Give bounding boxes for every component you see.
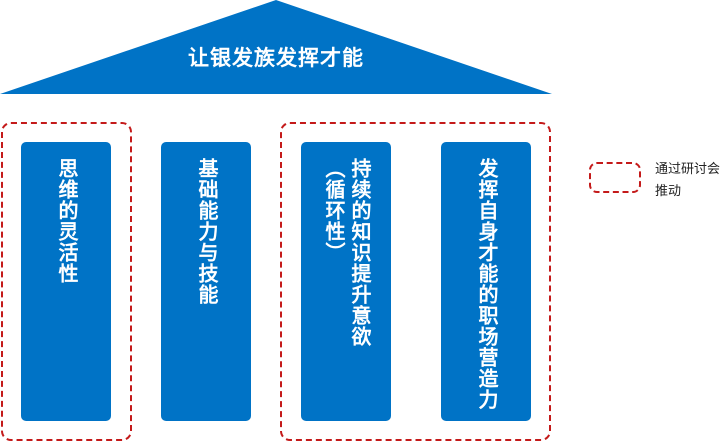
pillar-workplace-creation: 发挥自身才能的职场营造力 — [441, 142, 531, 421]
pillar-basic-skills: 基础能力与技能 — [161, 142, 251, 421]
roof-title: 让银发族发挥才能 — [188, 46, 364, 70]
workshop-group-right — [280, 122, 551, 441]
pillar-basic-skills-label: 基础能力与技能 — [195, 158, 219, 305]
pillar-learning-motivation-sublabel: （循环性） — [322, 158, 346, 263]
pillar-workplace-creation-label: 发挥自身才能的职场营造力 — [475, 158, 499, 410]
pillar-learning-motivation: 持续的知识提升意欲 （循环性） — [301, 142, 391, 421]
legend-dashed-swatch — [589, 162, 641, 193]
pillar-flexible-thinking-label: 思维的灵活性 — [55, 158, 79, 284]
pillar-flexible-thinking: 思维的灵活性 — [21, 142, 111, 421]
workshop-group-left — [1, 122, 132, 441]
pillar-learning-motivation-label: 持续的知识提升意欲 — [348, 158, 372, 347]
roof-triangle — [0, 0, 552, 94]
roof-shape — [0, 0, 552, 94]
legend-label: 通过研讨会推动 — [655, 162, 721, 199]
